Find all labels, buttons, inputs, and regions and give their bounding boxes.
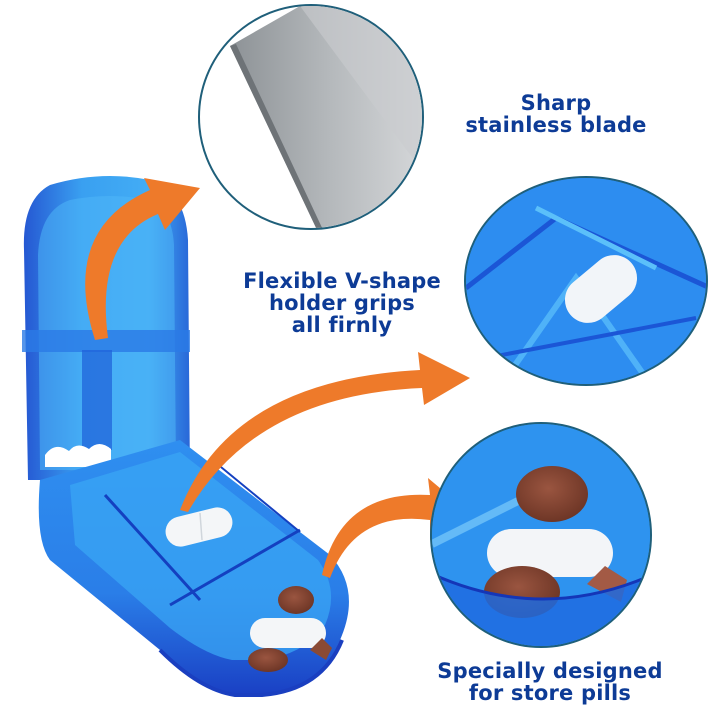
blade-caption-line-1: Sharp [520, 91, 592, 115]
blade-detail-circle [198, 4, 424, 230]
storage-detail-circle [430, 422, 652, 648]
v-holder-closeup-image [466, 178, 706, 384]
storage-caption-line-2: for store pills [468, 681, 632, 705]
blade-closeup-image [230, 6, 422, 228]
pill-cutter-base [38, 440, 349, 697]
holder-caption: Flexible V-shape holder grips all firnly [222, 270, 462, 336]
blade-caption: Sharp stainless blade [436, 92, 676, 136]
holder-detail-circle [464, 176, 708, 386]
holder-caption-line-1: Flexible V-shape [243, 269, 441, 293]
holder-caption-line-3: all firnly [291, 313, 393, 337]
blade-caption-line-2: stainless blade [465, 113, 647, 137]
storage-caption: Specially designed for store pills [410, 660, 690, 704]
holder-caption-line-2: holder grips [268, 291, 416, 315]
storage-caption-line-1: Specially designed [437, 659, 663, 683]
storage-closeup-image [432, 424, 650, 646]
